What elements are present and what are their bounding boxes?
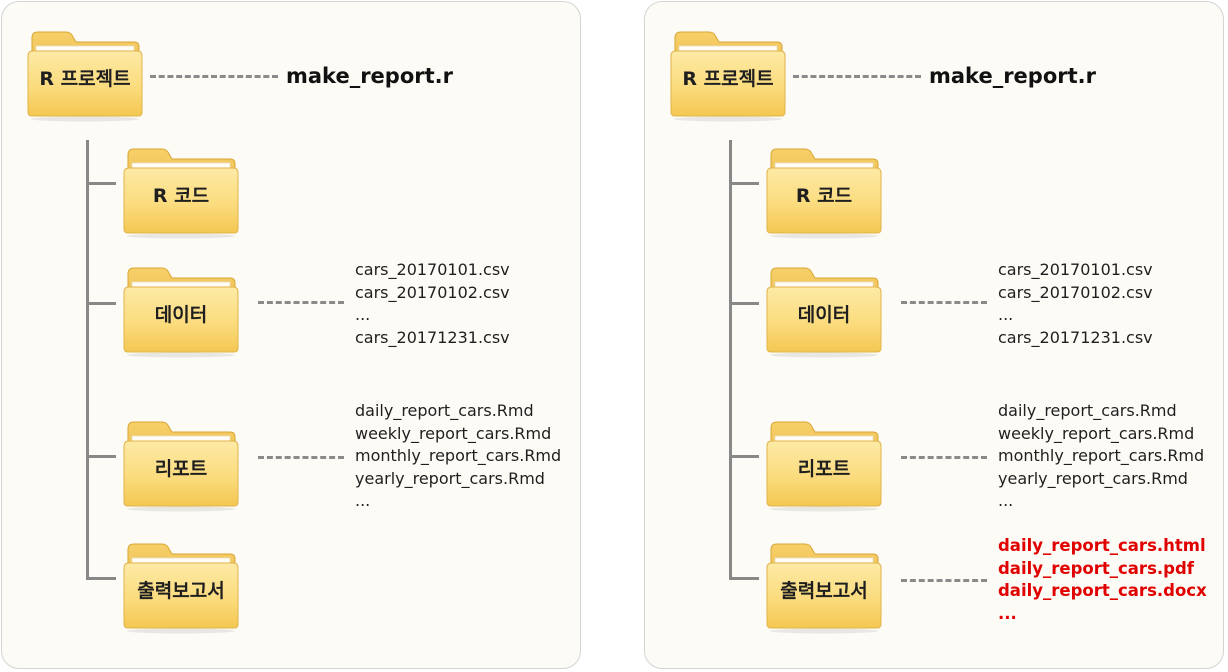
report-file-list-right: daily_report_cars.Rmd weekly_report_cars… [998,400,1204,513]
list-item: cars_20170102.csv [355,282,510,302]
root-file-name: make_report.r [929,64,1096,88]
list-item: cars_20171231.csv [355,327,510,347]
tree-branch-code [729,182,759,185]
report-file-list-left: daily_report_cars.Rmd weekly_report_cars… [355,400,561,513]
root-folder-right: R 프로젝트 [669,28,787,122]
list-item: cars_20170102.csv [998,282,1153,302]
root-file-connector [150,75,278,78]
list-item: daily_report_cars.html [998,536,1206,555]
tree-branch-data [729,302,759,305]
folder-label-report: 리포트 [797,458,851,480]
folder-label-output: 출력보고서 [137,580,225,602]
data-files-connector [258,301,344,304]
folder-label-output: 출력보고서 [780,580,868,602]
root-file-name: make_report.r [286,64,453,88]
output-file-list-right: daily_report_cars.html daily_report_cars… [998,535,1207,625]
list-item: yearly_report_cars.Rmd [998,468,1188,488]
list-item: cars_20170101.csv [355,260,510,279]
root-folder-label: R 프로젝트 [682,68,774,90]
folder-label-report: 리포트 [154,458,208,480]
folder-label-code: R 코드 [795,185,853,207]
list-item: monthly_report_cars.Rmd [998,446,1205,465]
list-item: weekly_report_cars.Rmd [998,423,1195,443]
report-files-connector [901,456,987,459]
tree-trunk [86,140,89,580]
data-file-list-right: cars_20170101.csv cars_20170102.csv ... … [998,259,1153,349]
folder-data-right: 데이터 [765,264,883,358]
data-files-connector [901,301,987,304]
list-item: cars_20170101.csv [998,260,1153,279]
list-item: ... [355,491,371,510]
folder-label-data: 데이터 [797,304,851,326]
list-item: ... [355,305,371,324]
list-item: cars_20171231.csv [998,327,1153,347]
folder-code-left: R 코드 [122,145,240,239]
list-item: yearly_report_cars.Rmd [355,468,545,488]
output-files-connector [901,579,987,582]
folder-label-data: 데이터 [154,304,208,326]
folder-output-left: 출력보고서 [122,540,240,634]
folder-code-right: R 코드 [765,145,883,239]
report-files-connector [258,456,344,459]
root-folder-left: R 프로젝트 [26,28,144,122]
tree-branch-data [86,302,116,305]
data-file-list-left: cars_20170101.csv cars_20170102.csv ... … [355,259,510,349]
folder-label-code: R 코드 [152,185,210,207]
list-item: monthly_report_cars.Rmd [355,446,562,465]
list-item: ... [998,603,1017,623]
folder-report-right: 리포트 [765,418,883,512]
list-item: ... [998,491,1014,510]
tree-branch-code [86,182,116,185]
list-item: daily_report_cars.docx [998,581,1207,600]
list-item: weekly_report_cars.Rmd [355,423,552,443]
tree-branch-output [86,577,116,580]
folder-report-left: 리포트 [122,418,240,512]
root-folder-label: R 프로젝트 [39,68,131,90]
folder-output-right: 출력보고서 [765,540,883,634]
list-item: daily_report_cars.Rmd [998,401,1177,420]
list-item: daily_report_cars.Rmd [355,401,534,420]
tree-trunk [729,140,732,580]
root-file-connector [793,75,921,78]
folder-data-left: 데이터 [122,264,240,358]
list-item: daily_report_cars.pdf [998,558,1194,578]
tree-branch-output [729,577,759,580]
tree-branch-report [729,455,759,458]
tree-branch-report [86,455,116,458]
list-item: ... [998,305,1014,324]
